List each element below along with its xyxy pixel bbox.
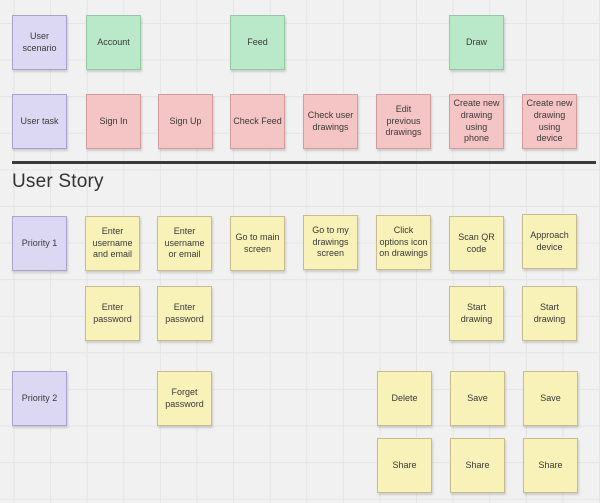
sticky-note-go-to-my-drawings-screen[interactable]: Go to my drawings screen xyxy=(303,215,358,270)
sticky-note-approach-device[interactable]: Approach device xyxy=(522,214,577,269)
sticky-note-sign-up[interactable]: Sign Up xyxy=(158,94,213,149)
sticky-note-enter-username-or-email[interactable]: Enter username or email xyxy=(157,216,212,271)
sticky-note-go-to-main-screen[interactable]: Go to main screen xyxy=(230,216,285,271)
sticky-note-save[interactable]: Save xyxy=(523,371,578,426)
sticky-note-priority-1[interactable]: Priority 1 xyxy=(12,216,67,271)
sticky-note-delete[interactable]: Delete xyxy=(377,371,432,426)
sticky-note-priority-2[interactable]: Priority 2 xyxy=(12,371,67,426)
sticky-note-forget-password[interactable]: Forget password xyxy=(157,371,212,426)
sticky-note-account[interactable]: Account xyxy=(86,15,141,70)
sticky-note-start-drawing[interactable]: Start drawing xyxy=(449,286,504,341)
sticky-note-click-options-icon-on-drawings[interactable]: Click options icon on drawings xyxy=(376,215,431,270)
sticky-note-share[interactable]: Share xyxy=(377,438,432,493)
sticky-note-start-drawing[interactable]: Start drawing xyxy=(522,286,577,341)
sticky-note-user-scenario[interactable]: User scenario xyxy=(12,15,67,70)
sticky-note-scan-qr-code[interactable]: Scan QR code xyxy=(449,216,504,271)
sticky-note-share[interactable]: Share xyxy=(523,438,578,493)
sticky-note-feed[interactable]: Feed xyxy=(230,15,285,70)
sticky-note-save[interactable]: Save xyxy=(450,371,505,426)
sticky-note-sign-in[interactable]: Sign In xyxy=(86,94,141,149)
sticky-note-share[interactable]: Share xyxy=(450,438,505,493)
sticky-note-edit-previous-drawings[interactable]: Edit previous drawings xyxy=(376,94,431,149)
sticky-note-user-task[interactable]: User task xyxy=(12,94,67,149)
section-divider-line[interactable] xyxy=(12,161,596,164)
sticky-note-enter-username-and-email[interactable]: Enter username and email xyxy=(85,216,140,271)
section-title[interactable]: User Story xyxy=(12,171,104,192)
sticky-note-create-new-drawing-using-phone[interactable]: Create new drawing using phone xyxy=(449,94,504,149)
sticky-note-create-new-drawing-using-device[interactable]: Create new drawing using device xyxy=(522,94,577,149)
sticky-note-draw[interactable]: Draw xyxy=(449,15,504,70)
sticky-note-enter-password[interactable]: Enter password xyxy=(85,286,140,341)
sticky-note-check-user-drawings[interactable]: Check user drawings xyxy=(303,94,358,149)
sticky-note-check-feed[interactable]: Check Feed xyxy=(230,94,285,149)
sticky-note-enter-password[interactable]: Enter password xyxy=(157,286,212,341)
